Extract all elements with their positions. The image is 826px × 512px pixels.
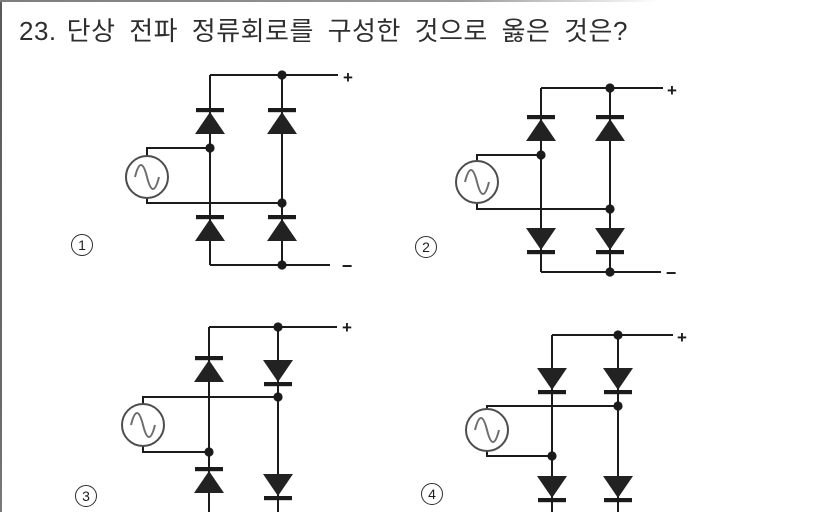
page-top-border bbox=[0, 0, 660, 2]
source-bottom-wire bbox=[486, 451, 552, 457]
ac-source-icon bbox=[455, 160, 499, 204]
diode-down-icon bbox=[537, 476, 567, 503]
source-top-wire bbox=[476, 154, 541, 161]
diode-up-icon bbox=[194, 356, 224, 382]
plus-terminal-label: + bbox=[343, 68, 353, 87]
question-title: 23. 단상 전파 정류회로를 구성한 것으로 옳은 것은? bbox=[19, 11, 628, 48]
circuit-option-3: + bbox=[121, 318, 352, 512]
diode-up-icon bbox=[195, 215, 225, 241]
diode-down-icon bbox=[603, 476, 633, 503]
diode-down-icon bbox=[263, 360, 293, 387]
junction-dot bbox=[547, 451, 557, 461]
ac-source-icon bbox=[121, 403, 165, 447]
junction-dot bbox=[613, 330, 623, 340]
choice-label-4[interactable]: 4 bbox=[421, 483, 443, 505]
source-top-wire bbox=[146, 147, 210, 156]
diode-up-icon bbox=[267, 215, 297, 241]
junction-dot bbox=[605, 267, 615, 277]
minus-terminal-label: − bbox=[666, 263, 677, 283]
diode-up-icon bbox=[195, 108, 225, 134]
choice-label-3[interactable]: 3 bbox=[75, 485, 97, 507]
diode-up-icon bbox=[595, 115, 625, 141]
plus-terminal-label: + bbox=[342, 318, 352, 337]
choice-label-1[interactable]: 1 bbox=[71, 234, 93, 256]
circuit-option-1: +− bbox=[125, 68, 353, 276]
junction-dot bbox=[277, 260, 287, 270]
junction-dot bbox=[277, 198, 287, 208]
diode-down-icon bbox=[526, 228, 556, 255]
choice-number: 3 bbox=[82, 488, 90, 504]
junction-dot bbox=[613, 401, 623, 411]
choice-number: 2 bbox=[422, 239, 430, 255]
source-bottom-wire bbox=[476, 203, 610, 210]
junction-dot bbox=[605, 204, 615, 214]
source-bottom-wire bbox=[146, 198, 282, 204]
diode-up-icon bbox=[267, 108, 297, 134]
source-top-wire bbox=[142, 396, 278, 404]
ac-source-icon bbox=[125, 155, 169, 199]
source-bottom-wire bbox=[142, 446, 209, 453]
minus-terminal-label: − bbox=[342, 256, 353, 276]
diode-up-icon bbox=[194, 467, 224, 493]
junction-dot bbox=[204, 447, 214, 457]
junction-dot bbox=[277, 70, 287, 80]
plus-terminal-label: + bbox=[677, 328, 687, 347]
plus-terminal-label: + bbox=[667, 81, 677, 100]
junction-dot bbox=[273, 392, 283, 402]
diode-down-icon bbox=[595, 228, 625, 255]
circuit-option-4: + bbox=[465, 328, 687, 512]
circuit-option-2: +− bbox=[455, 81, 677, 283]
junction-dot bbox=[205, 143, 215, 153]
diode-up-icon bbox=[526, 115, 556, 141]
diode-down-icon bbox=[537, 368, 567, 395]
choice-label-2[interactable]: 2 bbox=[415, 236, 437, 258]
ac-source-icon bbox=[465, 408, 509, 452]
question-number: 23. bbox=[19, 16, 57, 46]
choice-number: 1 bbox=[78, 237, 86, 253]
junction-dot bbox=[273, 322, 283, 332]
page-left-border bbox=[0, 0, 2, 512]
choice-number: 4 bbox=[428, 486, 436, 502]
diode-down-icon bbox=[603, 368, 633, 395]
question-text: 단상 전파 정류회로를 구성한 것으로 옳은 것은? bbox=[66, 16, 628, 46]
junction-dot bbox=[605, 83, 615, 93]
diode-down-icon bbox=[263, 474, 293, 501]
junction-dot bbox=[536, 150, 546, 160]
